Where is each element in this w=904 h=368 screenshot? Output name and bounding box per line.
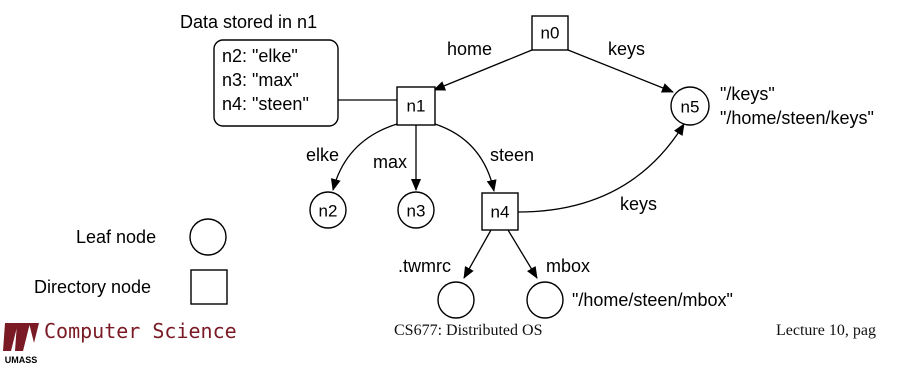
node-n2 — [309, 191, 347, 229]
lecture-page-number: Lecture 10, pag — [776, 322, 876, 339]
node-n4 — [481, 192, 519, 231]
node-n5-label: n5 — [681, 98, 700, 117]
node-n0-label: n0 — [541, 24, 560, 43]
node-n0 — [531, 15, 569, 51]
node-mbox — [526, 281, 564, 319]
edge-label-keys-n4: keys — [620, 194, 657, 214]
edge-label-elke: elke — [306, 145, 339, 165]
edge-n4-mbox — [507, 229, 538, 279]
edge-label-max: max — [373, 152, 407, 172]
legend-leaf-circle — [189, 218, 227, 256]
node-n1-label: n1 — [407, 97, 426, 116]
legend-directory-square — [190, 269, 228, 305]
edge-n0-n1 — [433, 49, 533, 91]
node-twmrc — [437, 281, 475, 319]
n5-name-home-steen-keys: "/home/steen/keys" — [720, 108, 874, 128]
umass-logo-text: UMASS — [5, 355, 38, 365]
stored-line-n2: n2: "elke" — [222, 46, 298, 66]
legend-directory-label: Directory node — [34, 277, 151, 297]
node-n1 — [396, 86, 436, 126]
edge-label-keys-top: keys — [608, 39, 645, 59]
n5-name-keys: "/keys" — [720, 84, 775, 104]
node-n3 — [397, 191, 435, 229]
umass-logo: UMASS — [3, 323, 39, 365]
stored-data-box — [213, 39, 339, 127]
course-title: CS677: Distributed OS — [394, 322, 543, 339]
node-n5 — [670, 86, 710, 126]
stored-line-n4: n4: "steen" — [222, 94, 309, 114]
legend-leaf-label: Leaf node — [76, 227, 156, 247]
stored-data-title: Data stored in n1 — [180, 12, 317, 32]
edge-n0-n5 — [567, 49, 674, 93]
edge-n1-n2 — [330, 123, 398, 191]
node-n4-label: n4 — [491, 203, 510, 222]
mbox-path-name: "/home/steen/mbox" — [572, 290, 733, 310]
edge-label-steen: steen — [490, 145, 534, 165]
edge-n4-twmrc — [463, 229, 492, 279]
edge-n1-n4 — [434, 123, 497, 192]
edge-label-mbox: mbox — [546, 256, 590, 276]
edge-n4-n5 — [517, 123, 685, 213]
node-n2-label: n2 — [319, 202, 338, 221]
node-n3-label: n3 — [407, 202, 426, 221]
edge-label-twmrc: .twmrc — [398, 256, 451, 276]
edge-label-home: home — [447, 39, 492, 59]
stored-line-n3: n3: "max" — [222, 70, 299, 90]
department-label: Computer Science — [44, 319, 237, 343]
